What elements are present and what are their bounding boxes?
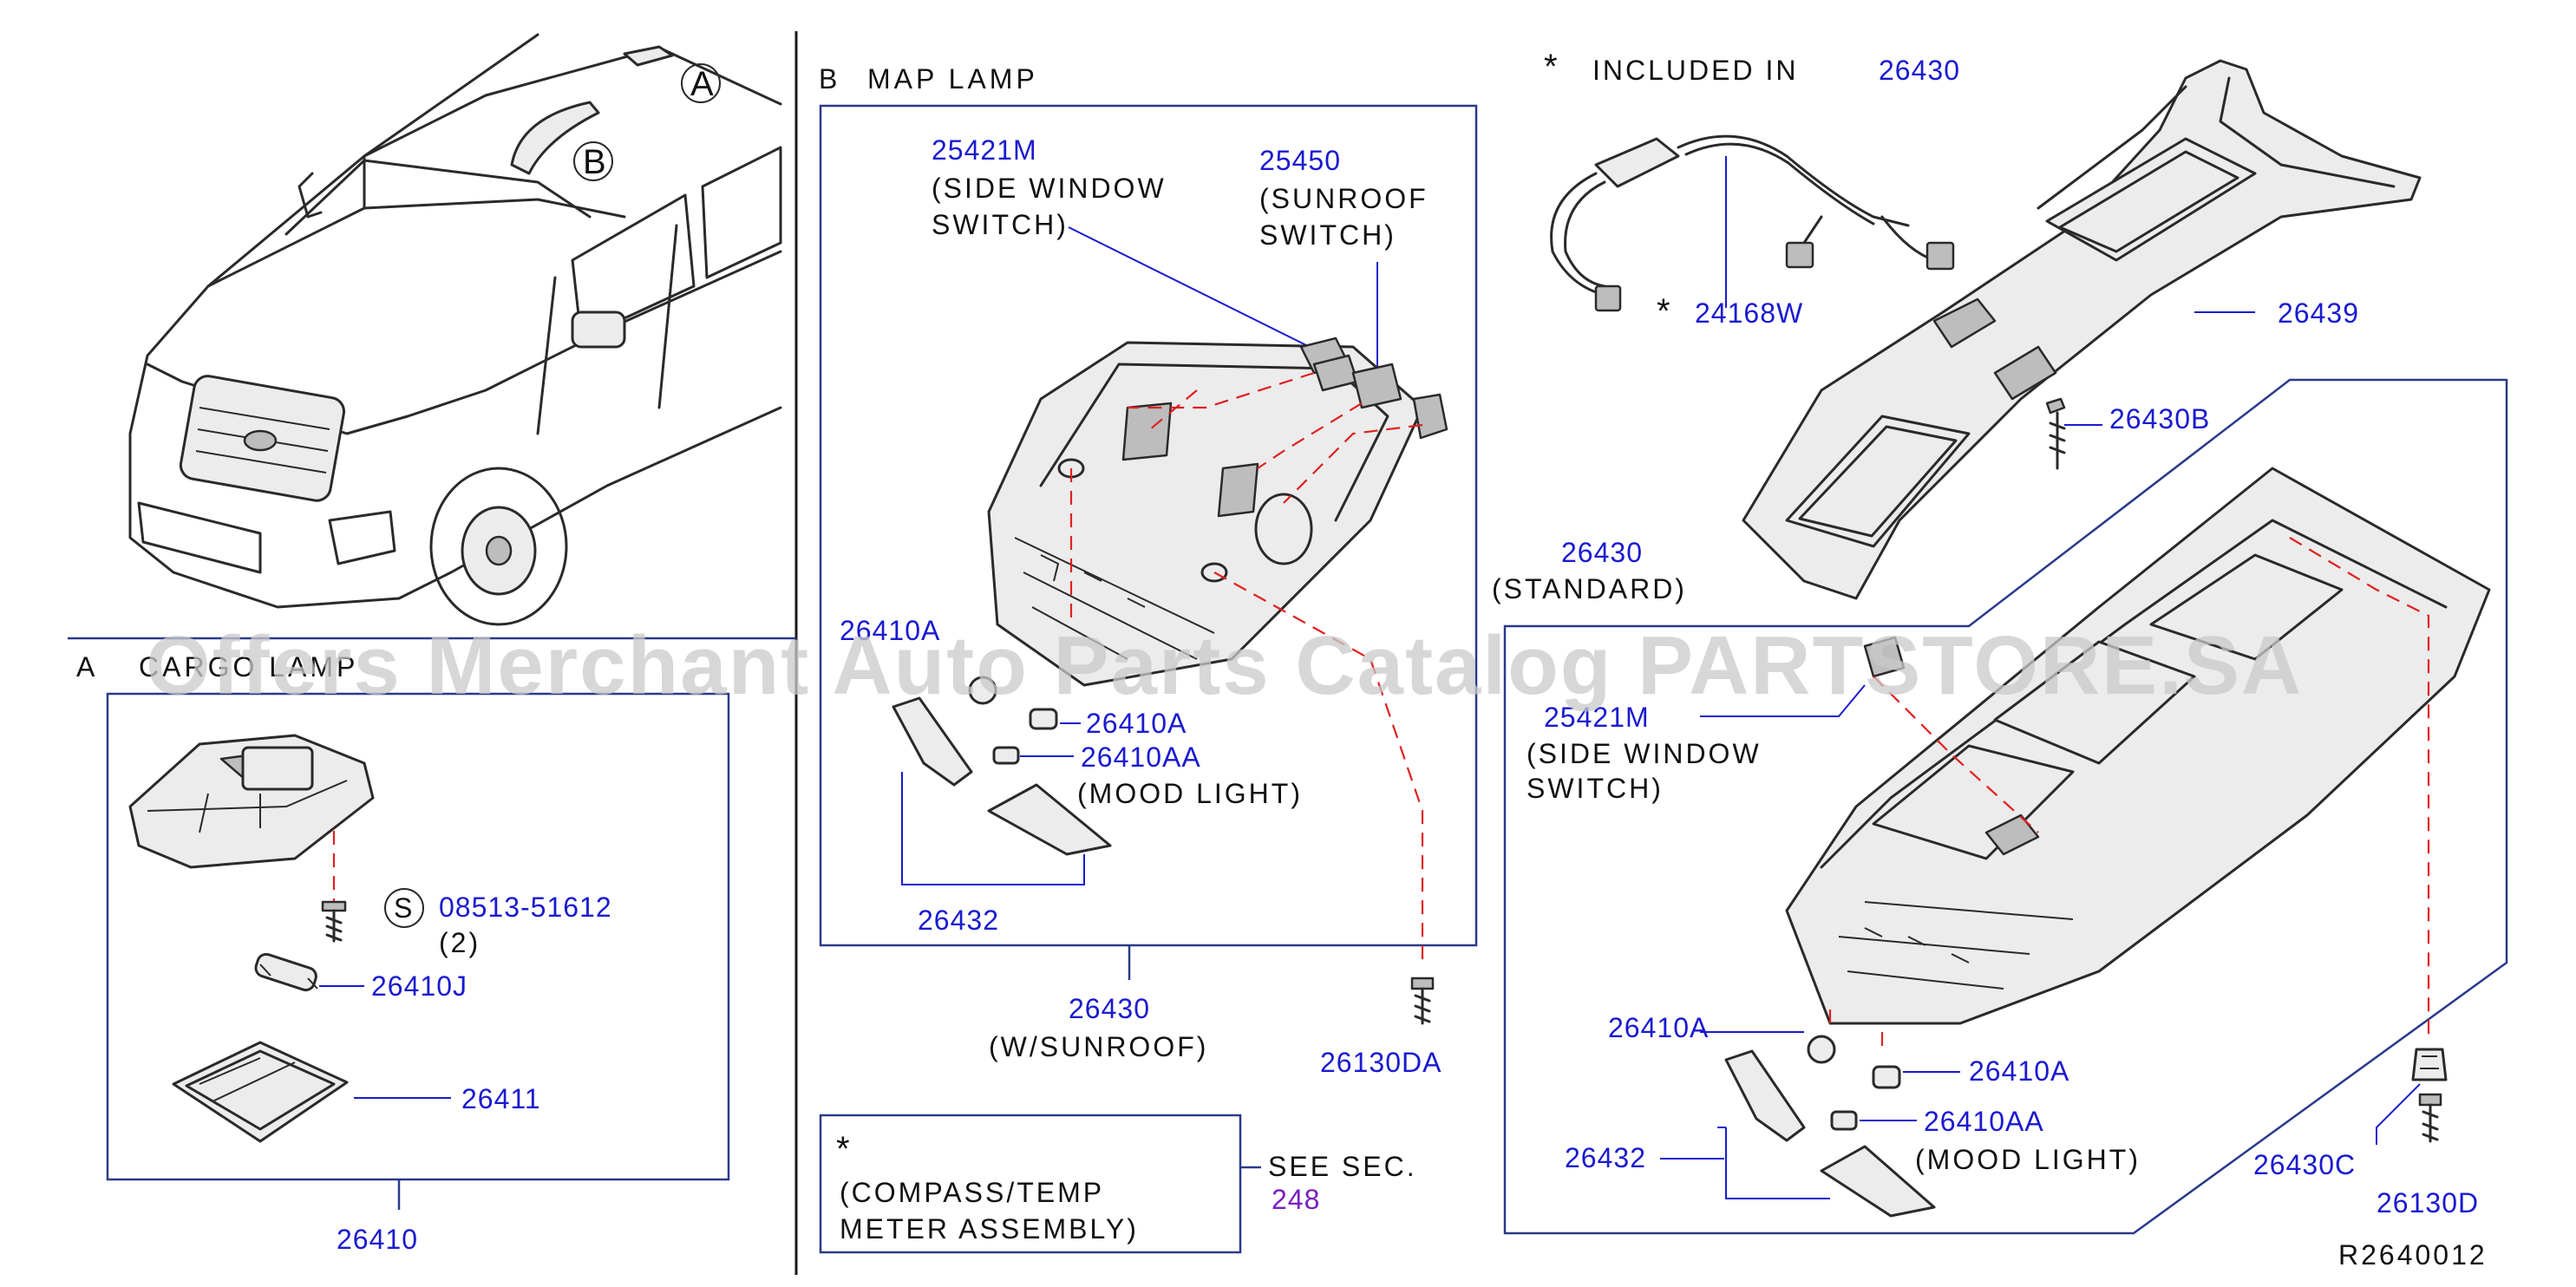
sunroof-switch-label-l2: SWITCH) — [1259, 219, 1396, 251]
part-26430b[interactable]: 26430B — [2109, 403, 2210, 434]
part-26130da[interactable]: 26130DA — [1320, 1047, 1442, 1078]
part-26411[interactable]: 26411 — [461, 1083, 541, 1114]
bracket-26439 — [1742, 59, 2422, 600]
clip-26430c — [2411, 1048, 2448, 1081]
map-lamp-section: B MAP LAMP 25421M (SIDE WINDOW SWITCH) 2… — [819, 63, 1478, 1078]
wire-harness — [1550, 134, 1955, 312]
side-window-switch-standard — [1863, 636, 1906, 678]
callout-b: B — [583, 143, 606, 181]
map-lamp-housing-standard — [1785, 467, 2491, 1025]
standard-box — [1503, 378, 2508, 1235]
cargo-screw — [321, 900, 347, 943]
part-08513-51612[interactable]: 08513-51612 — [439, 892, 612, 923]
part-26410a-standard-left[interactable]: 26410A — [1608, 1012, 1709, 1043]
map-lamp-box — [819, 104, 1478, 947]
part-26430-standard[interactable]: 26430 — [1561, 537, 1643, 568]
compass-star: * — [836, 1130, 850, 1168]
part-25421m-sunroof[interactable]: 25421M — [932, 134, 1037, 166]
diagram-code: R2640012 — [2338, 1239, 2488, 1271]
cargo-lamp-box — [106, 692, 730, 1181]
mood-light-label-standard: (MOOD LIGHT) — [1915, 1144, 2141, 1175]
included-star: * — [1544, 48, 1558, 86]
sunroof-switch-label-l1: (SUNROOF — [1259, 183, 1429, 214]
part-25450[interactable]: 25450 — [1259, 145, 1341, 176]
part-26130d[interactable]: 26130D — [2377, 1187, 2479, 1218]
part-25421m-standard[interactable]: 25421M — [1544, 702, 1650, 733]
harness-bracket-section: * INCLUDED IN 26430 * 24168W — [1544, 48, 2422, 600]
part-26430c[interactable]: 26430C — [2253, 1149, 2356, 1180]
cargo-bulb — [254, 952, 318, 992]
compass-note: * (COMPASS/TEMP METER ASSEMBLY) SEE SEC.… — [819, 1114, 1417, 1254]
part-26410aa-sunroof[interactable]: 26410AA — [1081, 741, 1201, 773]
callout-a: A — [690, 65, 714, 103]
screw-symbol-s: S — [394, 892, 415, 924]
section-b-letter: B — [819, 63, 840, 95]
screw-quantity: (2) — [439, 927, 481, 958]
sunroof-switch — [1351, 363, 1448, 440]
side-window-switch-sunroof — [1299, 336, 1359, 392]
map-lamp-housing-sunroof — [987, 341, 1424, 687]
part-26410a-sunroof[interactable]: 26410A — [1086, 708, 1187, 739]
w-sunroof-note: (W/SUNROOF) — [989, 1031, 1208, 1062]
map-bulbs-sunroof — [968, 676, 1058, 765]
included-in-label: INCLUDED IN — [1592, 55, 1798, 86]
compass-box — [819, 1114, 1242, 1254]
part-26410a-standard-right[interactable]: 26410A — [1969, 1055, 2069, 1087]
standard-side-switch-l1: (SIDE WINDOW — [1527, 738, 1762, 769]
part-26410a-top[interactable]: 26410A — [840, 615, 940, 646]
compass-line1: (COMPASS/TEMP — [840, 1177, 1104, 1208]
part-26410[interactable]: 26410 — [337, 1224, 418, 1255]
part-24168w[interactable]: 24168W — [1695, 297, 1803, 329]
standard-note: (STANDARD) — [1492, 573, 1687, 604]
watermark: Offers Merchant Auto Parts Catalog PARTS… — [146, 619, 2303, 712]
cargo-lens — [172, 1041, 349, 1143]
side-switch-label-l1: (SIDE WINDOW — [932, 173, 1167, 204]
section-a-title: CARGO LAMP — [139, 651, 358, 683]
section-248-link[interactable]: 248 — [1272, 1184, 1320, 1215]
map-lens-standard — [1724, 1049, 1936, 1218]
side-switch-label-l2: SWITCH) — [932, 209, 1069, 240]
section-b-title: MAP LAMP — [867, 63, 1038, 95]
part-26430-included[interactable]: 26430 — [1879, 55, 1960, 86]
part-26410aa-standard[interactable]: 26410AA — [1924, 1106, 2044, 1137]
see-sec-label: SEE SEC. — [1268, 1151, 1417, 1182]
section-a-letter: A — [76, 651, 98, 683]
part-26430-sunroof[interactable]: 26430 — [1069, 993, 1150, 1024]
map-lens-sunroof — [892, 696, 1112, 856]
part-26432-standard[interactable]: 26432 — [1565, 1142, 1646, 1173]
screw-26430b — [2045, 397, 2066, 470]
standard-side-switch-l2: SWITCH) — [1527, 773, 1664, 804]
compass-line2: METER ASSEMBLY) — [840, 1213, 1139, 1245]
harness-star: * — [1657, 292, 1670, 330]
screw-26130d — [2418, 1093, 2442, 1143]
cargo-lamp-housing — [128, 734, 375, 869]
part-26410j[interactable]: 26410J — [371, 970, 467, 1002]
clip-26130da — [1410, 977, 1435, 1025]
part-26432-sunroof[interactable]: 26432 — [918, 905, 999, 936]
standard-map-lamp-section: 26430 (STANDARD) 25421M (SIDE WINDOW SWI… — [1492, 378, 2508, 1235]
part-26439[interactable]: 26439 — [2278, 297, 2359, 329]
mood-light-label-sunroof: (MOOD LIGHT) — [1077, 778, 1303, 809]
vehicle-illustration: A B — [128, 33, 782, 626]
cargo-lamp-section: A CARGO LAMP 26410 S 08513-51612 (2) 264… — [76, 651, 730, 1255]
map-bulbs-standard — [1807, 1035, 1901, 1131]
